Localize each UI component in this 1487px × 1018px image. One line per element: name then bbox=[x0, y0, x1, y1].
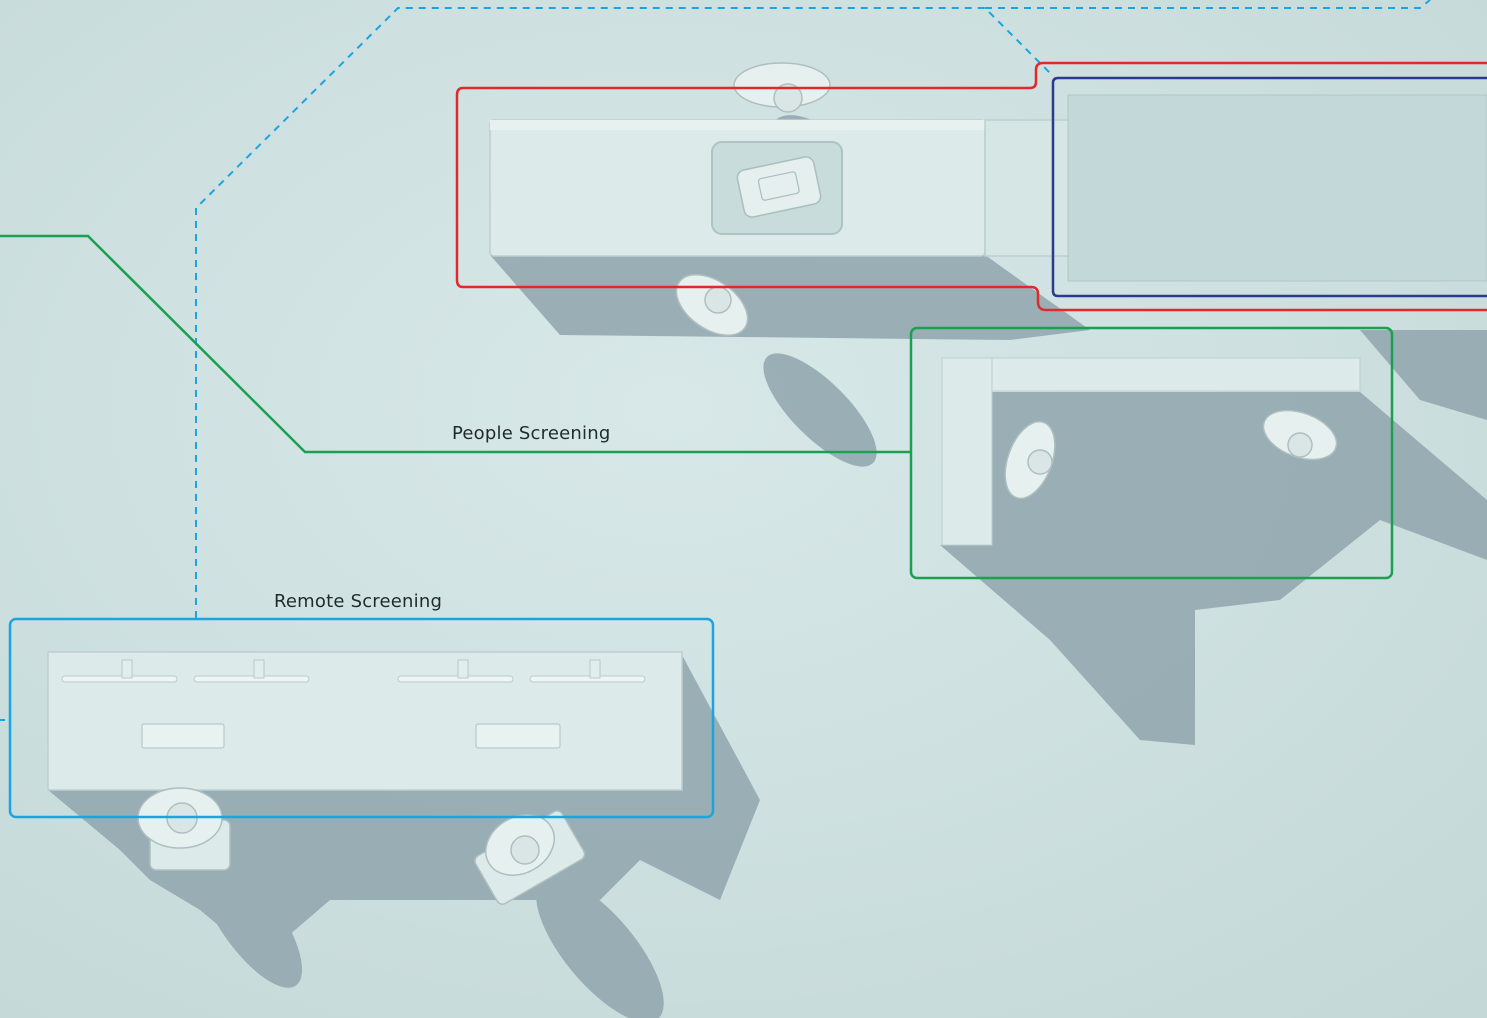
people-screening-label: People Screening bbox=[452, 423, 610, 444]
keyboard-1 bbox=[142, 724, 224, 748]
baggage-counter bbox=[490, 120, 1075, 256]
keyboard-2 bbox=[476, 724, 560, 748]
booth-wall-top bbox=[992, 358, 1360, 391]
booth-wall-left bbox=[942, 358, 992, 545]
scanner-unit bbox=[1068, 95, 1487, 281]
remote-screening-label: Remote Screening bbox=[274, 591, 442, 612]
remote-screening-desk bbox=[48, 652, 682, 790]
conveyor-extension bbox=[985, 120, 1075, 256]
